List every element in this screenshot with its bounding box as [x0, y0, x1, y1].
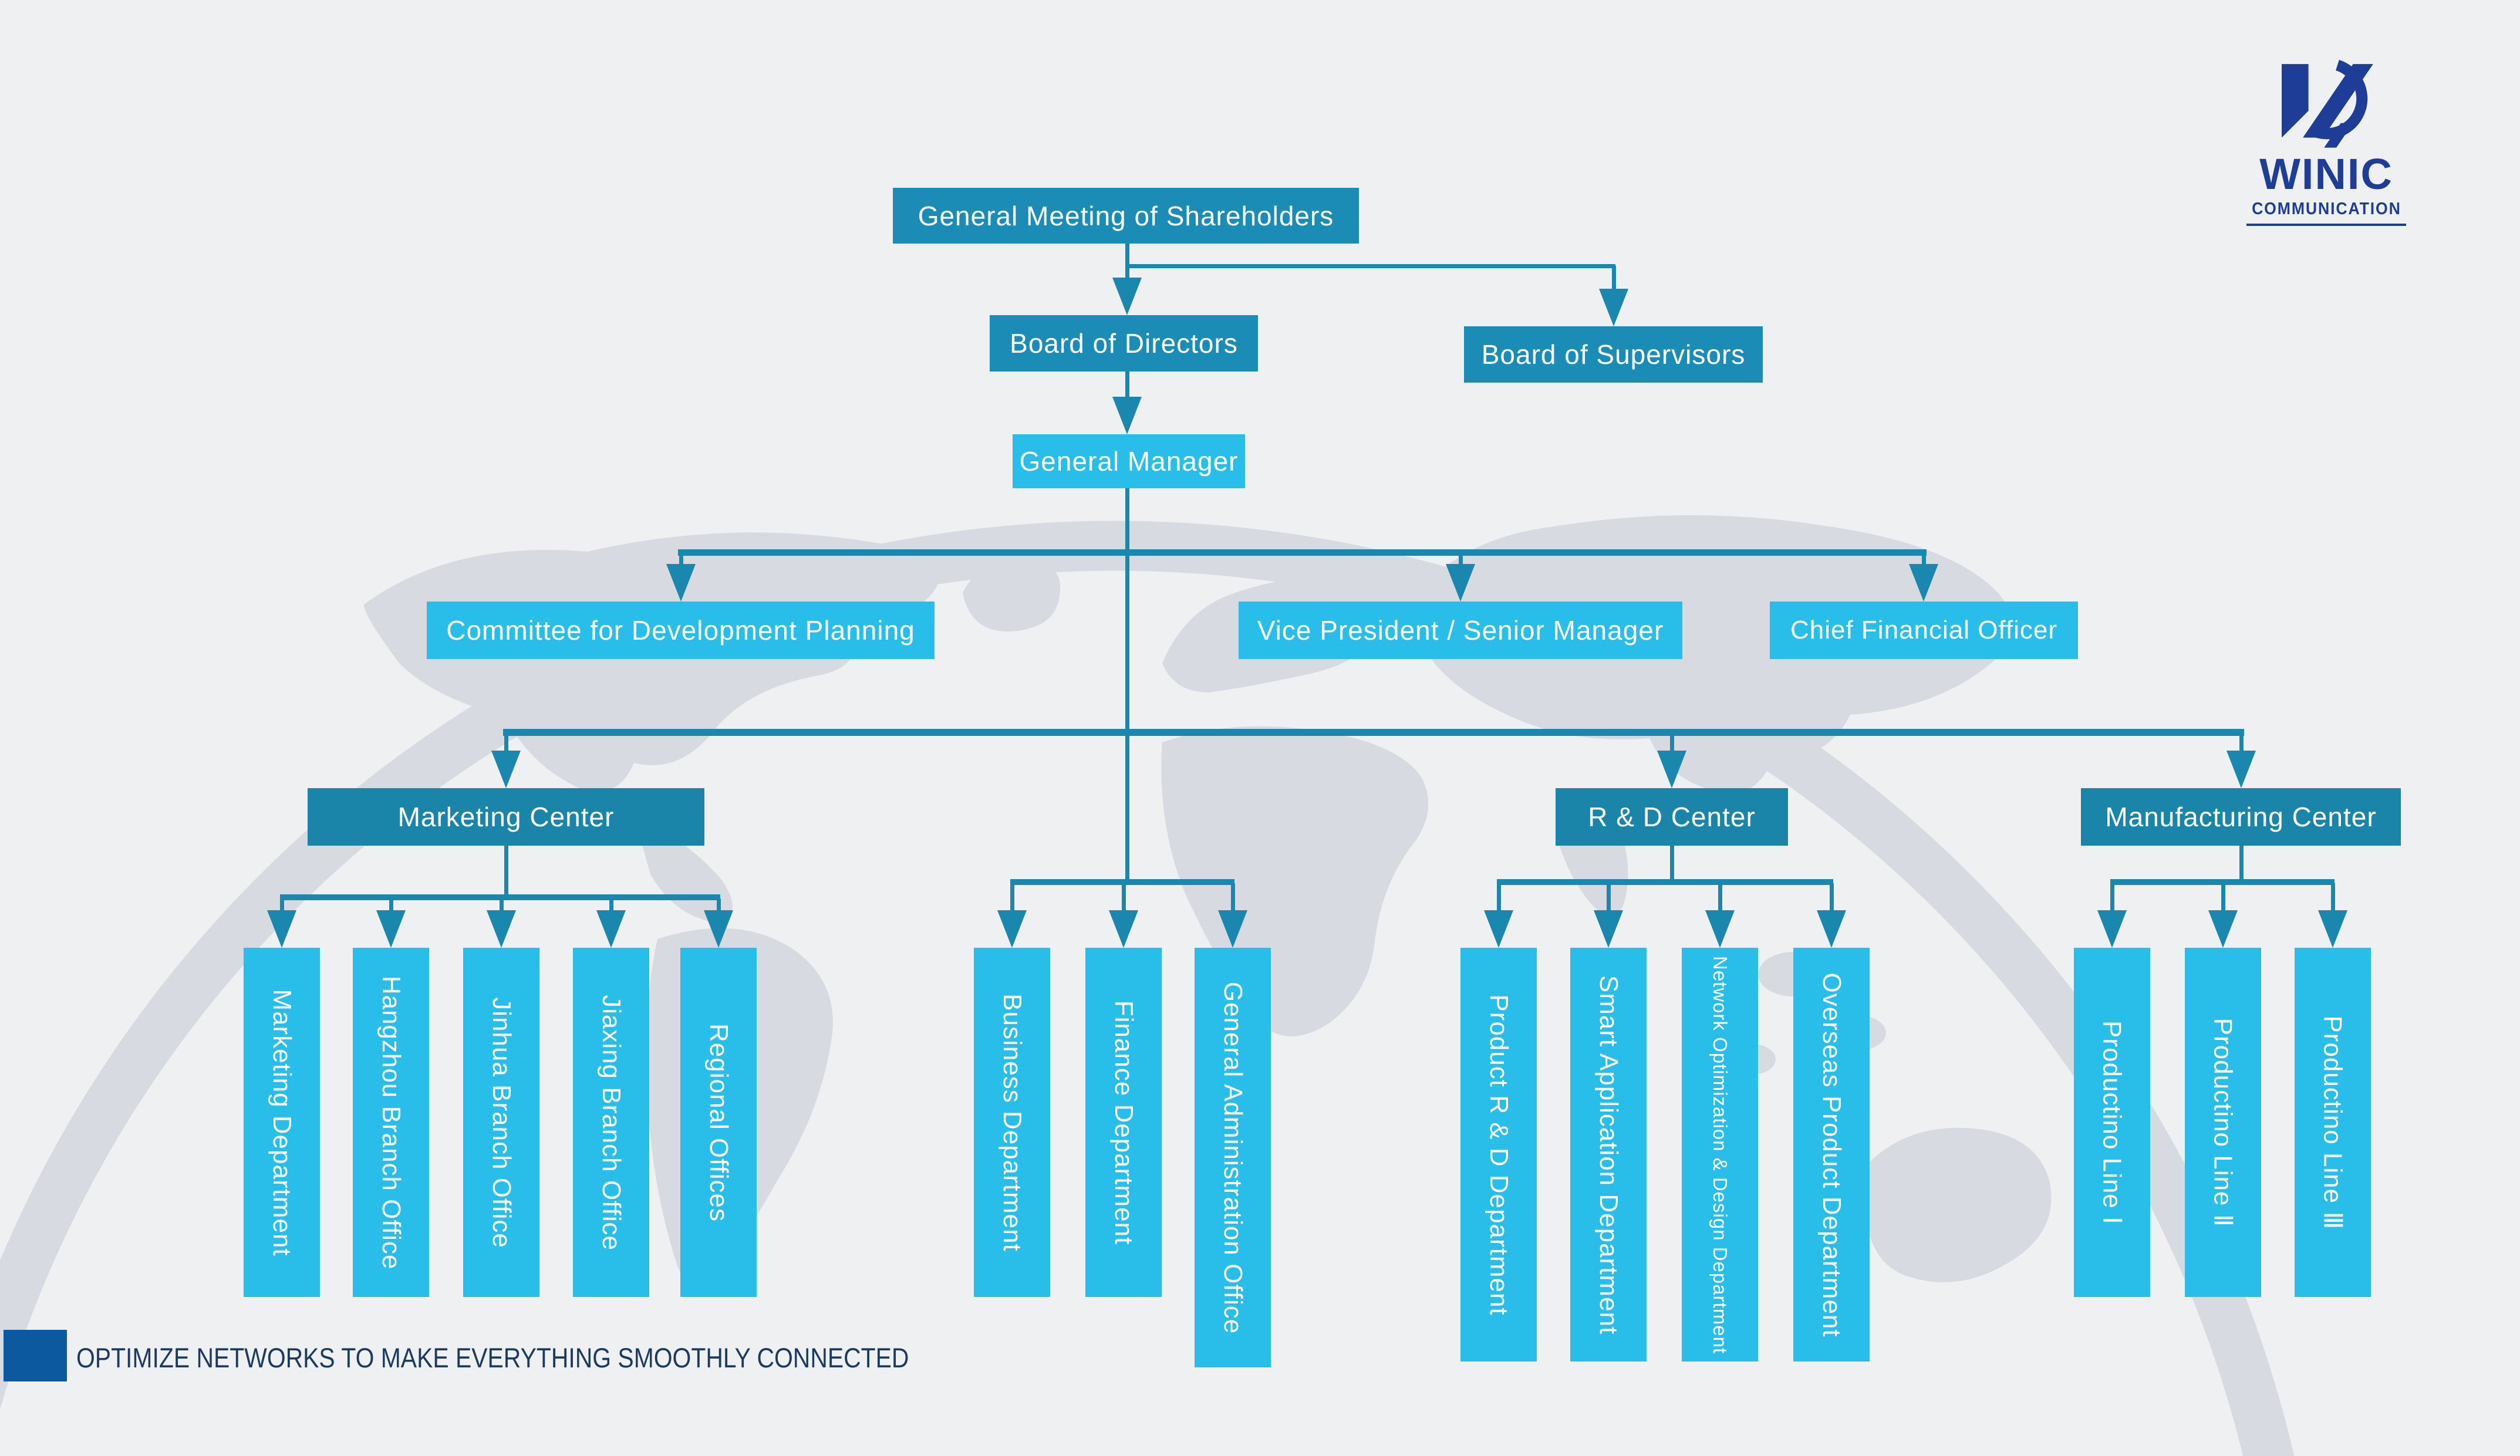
connector-line: [504, 736, 508, 759]
connector-line: [499, 898, 504, 917]
connector-line: [2110, 879, 2335, 885]
connector-line: [1125, 488, 1129, 881]
org-node-label: Product R & D Department: [1485, 994, 1513, 1316]
org-node-committee-for-development-planning: Committee for Development Planning: [427, 602, 935, 659]
connector-line: [1497, 879, 1833, 885]
org-node-label: R & D Center: [1588, 802, 1756, 832]
connector-line: [2239, 736, 2244, 759]
org-node-product-rd-department: Product R & D Department: [1460, 948, 1537, 1362]
org-node-manufacturing-center: Manufacturing Center: [2081, 788, 2401, 846]
logo-mark-icon: [2282, 59, 2373, 148]
org-node-marketing-department: Marketing Department: [244, 948, 320, 1297]
org-node-label: Board of Supervisors: [1481, 339, 1746, 370]
connector-line: [504, 846, 508, 898]
connector-line: [2239, 846, 2244, 883]
connector-line: [678, 549, 1927, 556]
org-node-label: Board of Directors: [1010, 328, 1238, 359]
logo-underline: [2246, 224, 2406, 226]
org-node-label: General Manager: [1019, 446, 1239, 477]
tagline-square-icon: [4, 1330, 67, 1381]
org-node-board-of-directors: Board of Directors: [990, 315, 1258, 371]
logo-subtitle-text: COMMUNICATION: [2251, 200, 2401, 218]
org-node-general-meeting-of-shareholders: General Meeting of Shareholders: [893, 188, 1359, 244]
org-node-label: Business Department: [998, 993, 1027, 1252]
org-node-label: Committee for Development Planning: [446, 615, 915, 646]
org-node-general-administration-office: General Administration Office: [1195, 948, 1271, 1367]
org-node-label: Marketing Center: [397, 802, 615, 832]
org-node-jinhua-branch-office: Jinhua Branch Office: [463, 948, 539, 1297]
connector-line: [1010, 879, 1234, 885]
connector-line: [1125, 264, 1615, 268]
org-node-network-optimization-design-department: Network Optimization & Design Department: [1682, 948, 1758, 1362]
org-node-label: Network Optimization & Design Department: [1709, 955, 1731, 1354]
org-node-label: Manufacturing Center: [2105, 802, 2377, 832]
org-node-label: Smart Application Department: [1594, 975, 1623, 1335]
org-node-label: Finance Department: [1109, 1000, 1138, 1245]
connector-line: [1121, 883, 1126, 917]
connector-line: [1606, 883, 1611, 917]
org-node-label: Jinhua Branch Office: [487, 996, 516, 1248]
org-node-production-line-1: Productino Line Ⅰ: [2074, 948, 2150, 1297]
org-node-vice-president-senior-manager: Vice President / Senior Manager: [1239, 602, 1682, 659]
org-node-label: Productino Line Ⅲ: [2318, 1015, 2347, 1230]
connector-line: [279, 898, 284, 917]
org-node-label: Regional Offices: [704, 1023, 733, 1222]
org-node-business-department: Business Department: [974, 948, 1050, 1297]
org-node-overseas-product-department: Overseas Product Department: [1793, 948, 1870, 1362]
org-node-label: Chief Financial Officer: [1790, 616, 2058, 644]
connector-line: [503, 729, 2244, 736]
org-node-label: General Administration Office: [1219, 981, 1247, 1334]
connector-line: [1125, 243, 1129, 283]
connector-line: [1718, 883, 1722, 917]
org-node-rd-center: R & D Center: [1556, 788, 1788, 846]
org-node-label: Hangzhou Branch Office: [377, 975, 406, 1269]
org-node-finance-department: Finance Department: [1085, 948, 1162, 1297]
org-node-production-line-3: Productino Line Ⅲ: [2295, 948, 2371, 1297]
org-node-board-of-supervisors: Board of Supervisors: [1464, 326, 1763, 383]
org-node-label: General Meeting of Shareholders: [917, 200, 1334, 231]
tagline-text: OPTIMIZE NETWORKS TO MAKE EVERYTHING SMO…: [76, 1342, 909, 1373]
connector-line: [1010, 883, 1014, 917]
org-node-hangzhou-branch-office: Hangzhou Branch Office: [353, 948, 429, 1297]
org-node-label: Overseas Product Department: [1817, 972, 1846, 1337]
org-node-smart-application-department: Smart Application Department: [1570, 948, 1647, 1362]
connector-line: [1496, 883, 1501, 917]
connector-line: [280, 894, 720, 900]
org-node-chief-financial-officer: Chief Financial Officer: [1770, 602, 2078, 659]
org-node-label: Productino Line Ⅱ: [2208, 1018, 2238, 1227]
connector-line: [609, 898, 613, 917]
org-node-marketing-center: Marketing Center: [308, 788, 704, 846]
logo-brand-text: WINIC: [2259, 150, 2393, 198]
connector-line: [1669, 846, 1674, 883]
org-node-general-manager: General Manager: [1013, 434, 1245, 488]
connector-line: [679, 555, 683, 570]
connector-line: [1829, 883, 1834, 917]
connector-line: [716, 898, 721, 917]
connector-line: [1921, 555, 1926, 570]
org-node-label: Jiaxing Branch Office: [597, 994, 626, 1251]
org-node-label: Productino Line Ⅰ: [2097, 1020, 2127, 1225]
connector-line: [1125, 371, 1129, 401]
connector-line: [2330, 883, 2335, 917]
connector-line: [389, 898, 393, 917]
connector-line: [2221, 883, 2225, 917]
connector-line: [1611, 266, 1616, 293]
org-node-label: Marketing Department: [268, 988, 296, 1256]
org-node-label: Vice President / Senior Manager: [1257, 615, 1664, 646]
connector-line: [2110, 883, 2114, 917]
org-node-production-line-2: Productino Line Ⅱ: [2185, 948, 2261, 1297]
org-node-regional-offices: Regional Offices: [680, 948, 757, 1297]
winic-logo: WINIC COMMUNICATION: [2238, 59, 2414, 226]
connector-line: [1458, 555, 1463, 570]
connector-line: [1669, 736, 1674, 759]
connector-line: [1230, 883, 1235, 917]
org-node-jiaxing-branch-office: Jiaxing Branch Office: [573, 948, 649, 1297]
